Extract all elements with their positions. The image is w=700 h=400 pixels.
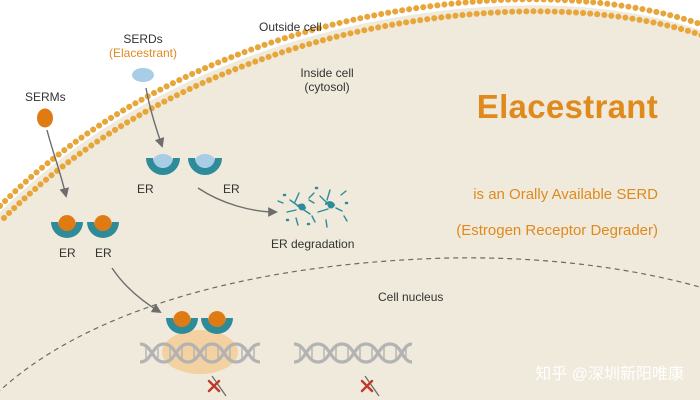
cytosol-area	[0, 5, 700, 400]
er-degradation-label: ER degradation	[271, 237, 355, 251]
arrow-er-to-nucleus	[111, 267, 162, 314]
er-serm-complex-icon	[51, 215, 119, 238]
er-label: ER	[137, 182, 154, 196]
er-label: ER	[95, 246, 112, 260]
inside-cell-label-line1: Inside cell	[300, 66, 354, 80]
arrow-serm-to-er	[46, 129, 70, 198]
er-label: ER	[223, 182, 240, 196]
headline-line1: is an Orally Available SERD	[473, 186, 658, 203]
serm-ligand-icon	[37, 108, 53, 128]
serds-label-name: SERDs	[123, 32, 163, 46]
membrane-inner-layer	[1, 8, 700, 221]
er-label: ER	[59, 246, 76, 260]
blocked-transcription-icon	[360, 375, 380, 397]
serds-label-drug: (Elacestrant)	[108, 46, 178, 60]
er-fragments-icon	[277, 186, 349, 228]
dna-helix-icon	[139, 342, 261, 364]
outside-cell-label: Outside cell	[259, 20, 322, 34]
serd-ligand-icon	[132, 68, 154, 82]
inside-cell-label-line2: (cytosol)	[304, 80, 350, 94]
blocked-transcription-icon	[207, 375, 227, 397]
watermark-text: 知乎 @深圳新阳唯康	[535, 366, 684, 383]
dna-helix-icon	[293, 342, 413, 364]
arrow-er-to-degradation	[197, 187, 278, 217]
headline-line2: (Estrogen Receptor Degrader)	[456, 222, 658, 239]
headline-title: Elacestrant	[476, 88, 658, 125]
arrow-serd-to-er	[145, 87, 165, 148]
er-serd-complex-icon	[146, 154, 222, 175]
inside-cell-label: Inside cell (cytosol)	[290, 66, 364, 94]
cell-nucleus-label: Cell nucleus	[378, 290, 444, 304]
membrane-outer-layer	[0, 0, 700, 209]
serms-label: SERMs	[25, 90, 66, 104]
serds-label: SERDs (Elacestrant)	[98, 32, 188, 60]
